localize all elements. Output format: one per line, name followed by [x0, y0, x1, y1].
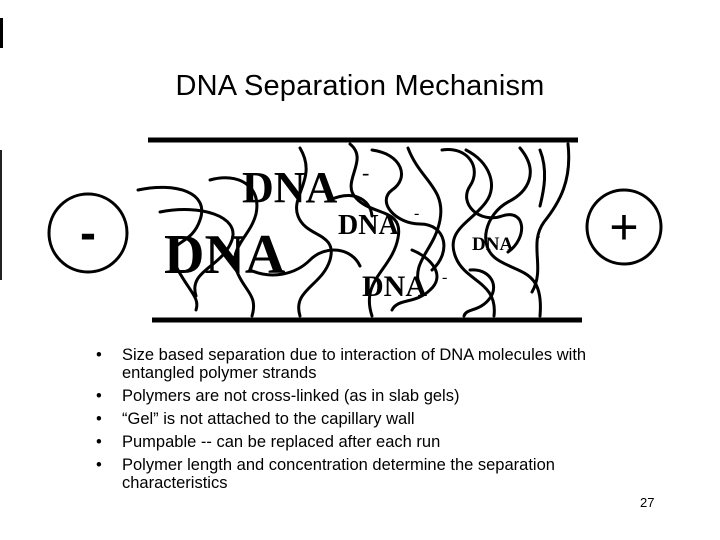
bullet-list: • Size based separation due to interacti…: [96, 346, 656, 497]
positive-electrode-sign: +: [609, 199, 638, 255]
bullet-text: Polymer length and concentration determi…: [122, 456, 555, 492]
dna-molecule-5-charge: -: [442, 269, 447, 286]
bullet-text: Pumpable -- can be replaced after each r…: [122, 433, 441, 451]
bullet-marker: •: [96, 456, 102, 474]
bullet-marker: •: [96, 346, 102, 364]
bullet-text: “Gel” is not attached to the capillary w…: [122, 410, 415, 428]
dna-molecule-3: DNA: [338, 210, 399, 241]
bullet-item: • Polymers are not cross-linked (as in s…: [96, 387, 656, 405]
left-edge-mark: [0, 18, 3, 48]
dna-molecule-4: DNA: [472, 234, 513, 255]
dna-molecule-2: DNA: [164, 224, 286, 286]
bullet-text: Size based separation due to interaction…: [122, 346, 587, 382]
bullet-marker: •: [96, 410, 102, 428]
polymer-strands: [136, 142, 571, 318]
bullet-item: • Pumpable -- can be replaced after each…: [96, 433, 656, 451]
bullet-item: • Polymer length and concentration deter…: [96, 456, 656, 492]
dna-molecule-1: DNA: [242, 163, 338, 212]
bullet-marker: •: [96, 433, 102, 451]
separation-diagram: DNA - DNA DNA - DNA - DNA - - +: [47, 137, 663, 323]
positive-electrode: +: [585, 188, 663, 266]
bullet-item: • “Gel” is not attached to the capillary…: [96, 410, 656, 428]
dna-molecule-5: DNA: [362, 270, 427, 303]
negative-electrode: -: [47, 192, 129, 274]
bullet-item: • Size based separation due to interacti…: [96, 346, 656, 382]
negative-electrode-sign: -: [80, 207, 96, 260]
dna-molecule-4-charge: -: [536, 228, 540, 243]
dna-molecule-1-charge: -: [362, 160, 369, 185]
left-edge-mark-lower: [0, 150, 2, 280]
page-number: 27: [640, 495, 655, 510]
bullet-text: Polymers are not cross-linked (as in sla…: [122, 387, 460, 405]
dna-molecule-3-charge: -: [414, 205, 419, 222]
bullet-marker: •: [96, 387, 102, 405]
slide-title: DNA Separation Mechanism: [175, 70, 545, 102]
